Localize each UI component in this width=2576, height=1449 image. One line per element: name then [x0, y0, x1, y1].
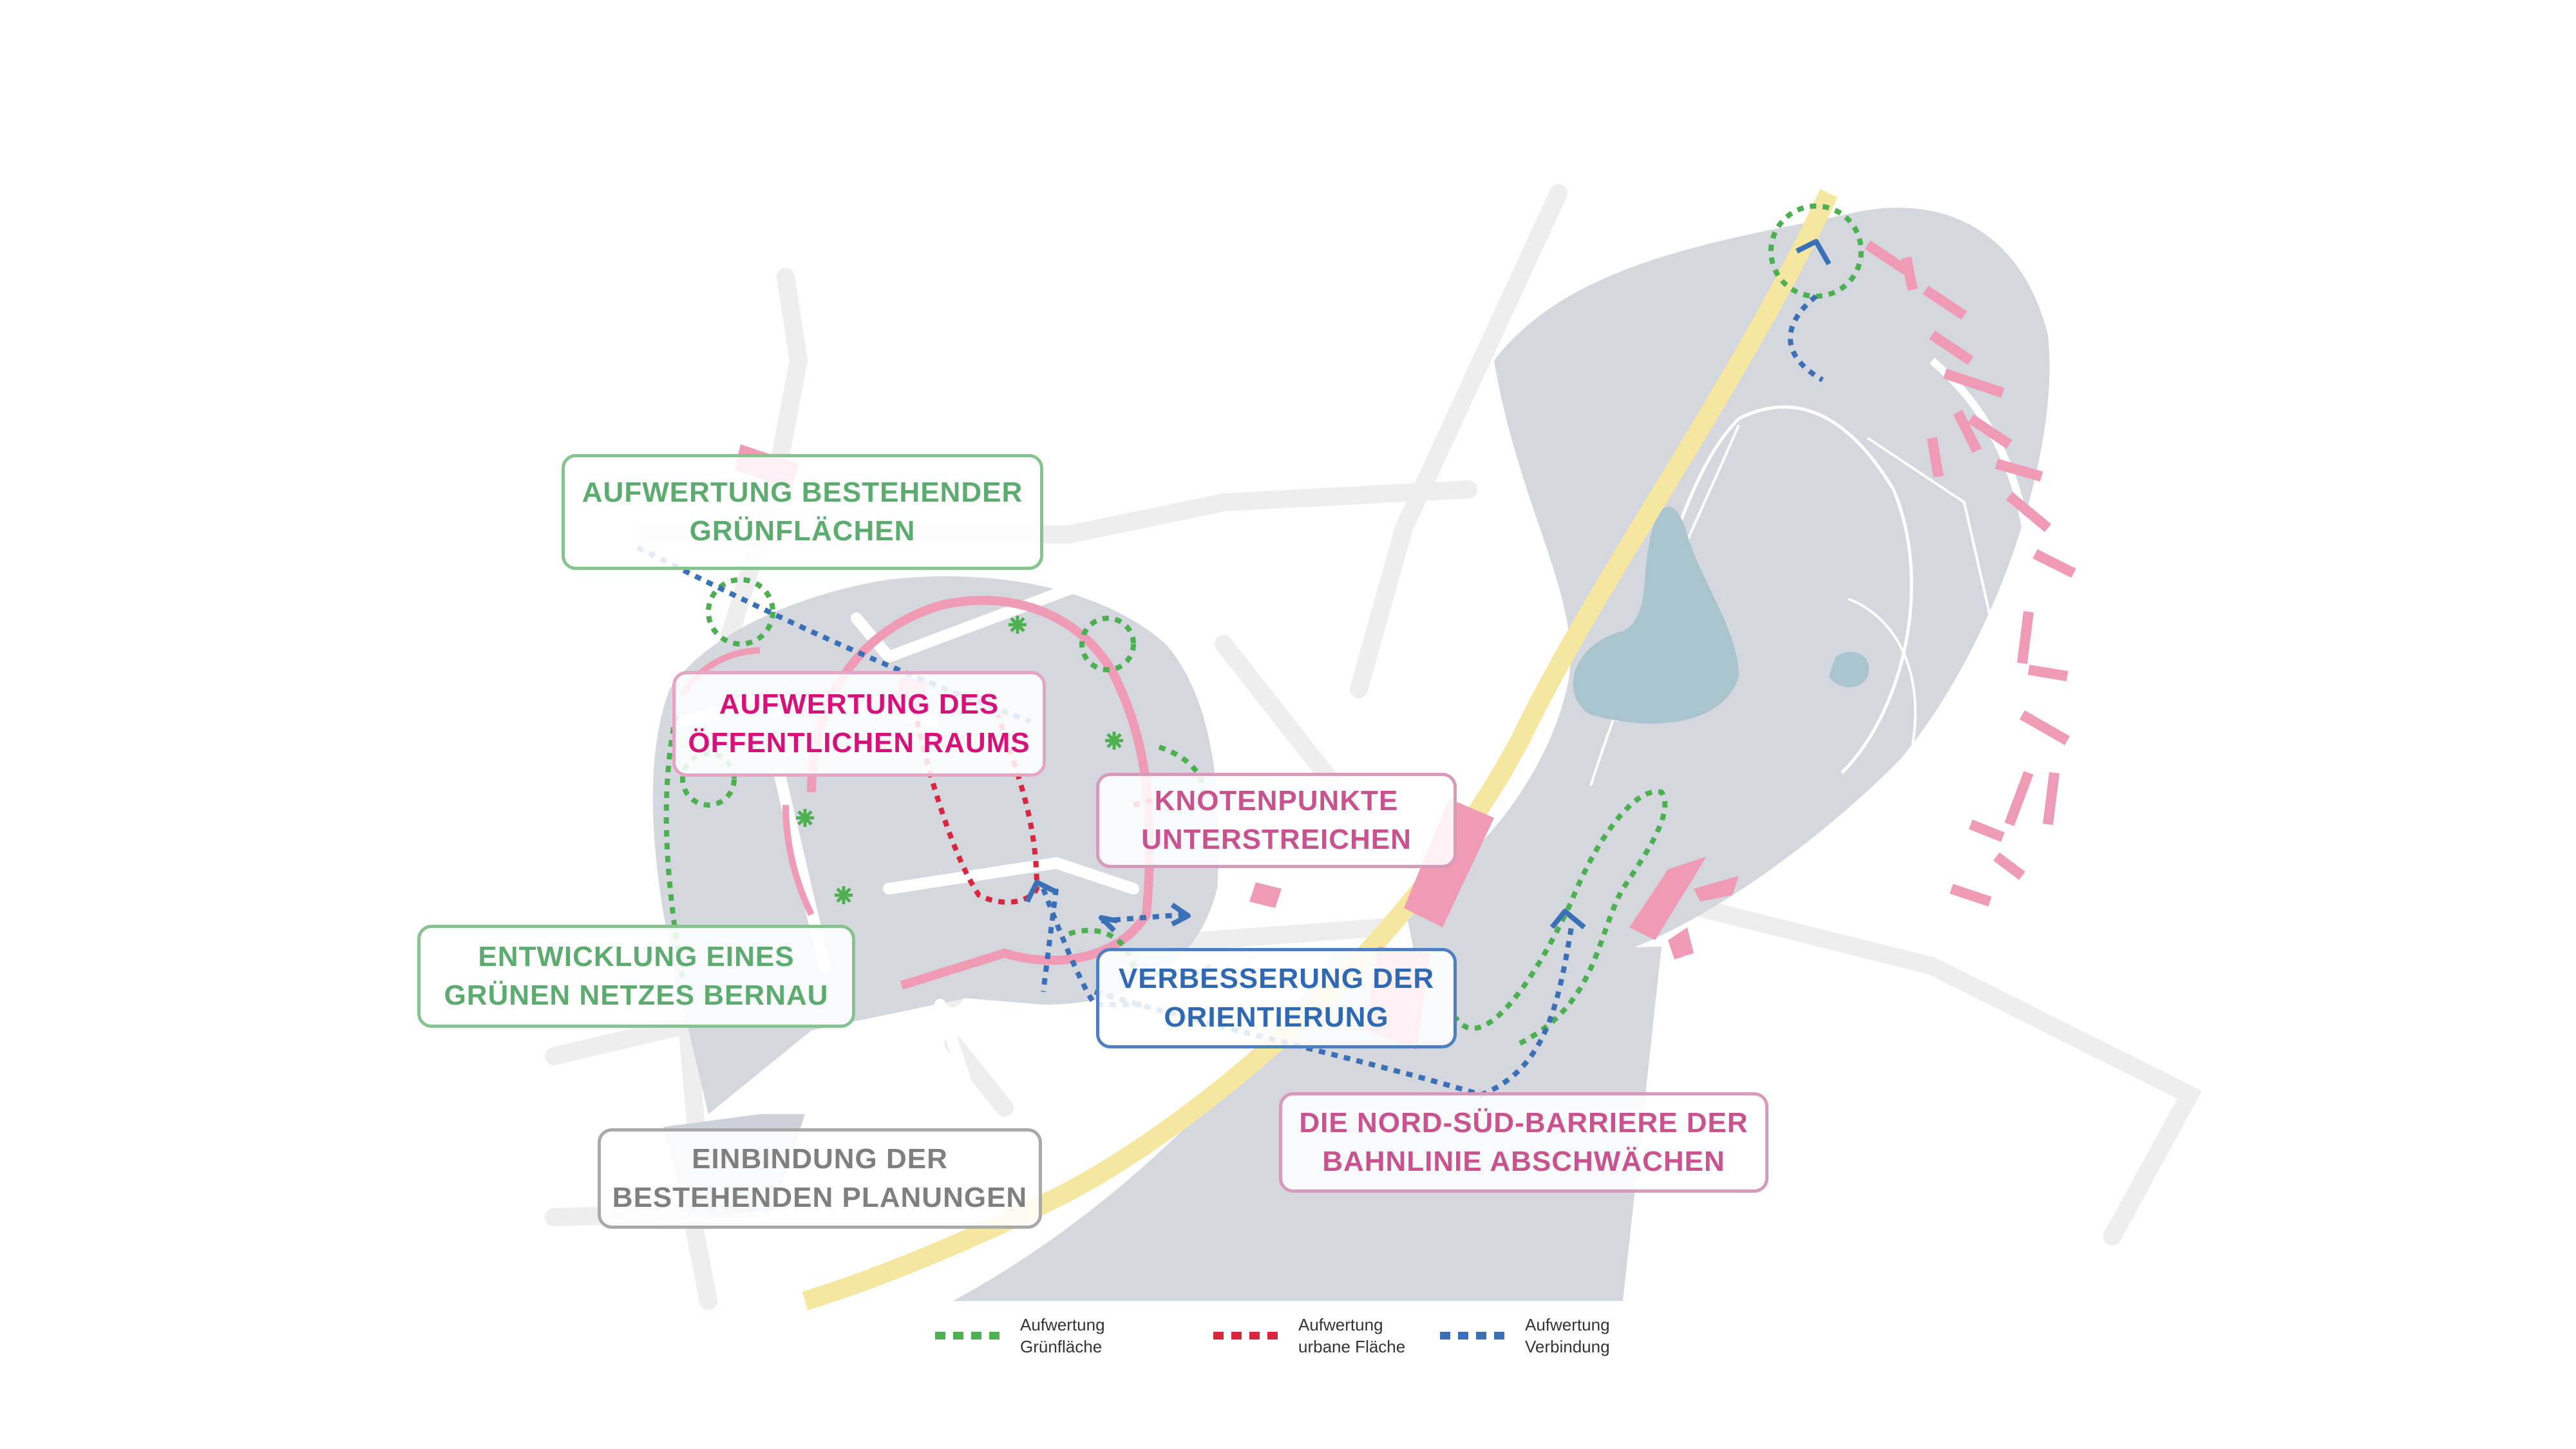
pink-block-edges: [1864, 240, 2076, 907]
label-knotenpunkte: KNOTENPUNKTE UNTERSTREICHEN: [1096, 773, 1457, 868]
legend-label-green: Aufwertung Grünfläche: [1020, 1315, 1105, 1356]
red-dash-icon: [1213, 1332, 1284, 1340]
legend-item-blue: Aufwertung Verbindung: [1440, 1314, 1610, 1358]
public-space-ring: [807, 596, 1155, 990]
legend-item-red: Aufwertung urbane Fläche: [1213, 1314, 1405, 1358]
blue-arrows: [1025, 239, 1832, 933]
blue-dotted-routes: [636, 294, 1824, 1098]
blue-dash-icon: [1440, 1332, 1511, 1340]
railway-line: [802, 189, 1838, 1311]
label-oeffentlicher-raum: AUFWERTUNG DES ÖFFENTLICHEN RAUMS: [672, 671, 1046, 777]
legend-label-blue: Aufwertung Verbindung: [1525, 1315, 1610, 1356]
red-dotted-route: [912, 708, 1040, 905]
small-pond: [1829, 651, 1869, 687]
label-gruenflaechen: AUFWERTUNG BESTEHENDER GRÜNFLÄCHEN: [562, 454, 1043, 570]
legend-item-green: Aufwertung Grünfläche: [935, 1314, 1105, 1358]
label-orientierung: VERBESSERUNG DER ORIENTIERUNG: [1096, 948, 1457, 1048]
label-barriere: DIE NORD-SÜD-BARRIERE DER BAHNLINIE ABSC…: [1279, 1092, 1768, 1193]
tree-icons: [796, 616, 1123, 904]
label-planungen: EINBINDUNG DER BESTEHENDEN PLANUNGEN: [598, 1128, 1042, 1229]
green-dash-icon: [935, 1332, 1006, 1340]
legend-label-red: Aufwertung urbane Fläche: [1298, 1315, 1406, 1356]
east-park-area: [1404, 207, 2050, 980]
lake: [1573, 506, 1739, 724]
label-gruenes-netz: ENTWICKLUNG EINES GRÜNEN NETZES BERNAU: [417, 925, 855, 1028]
